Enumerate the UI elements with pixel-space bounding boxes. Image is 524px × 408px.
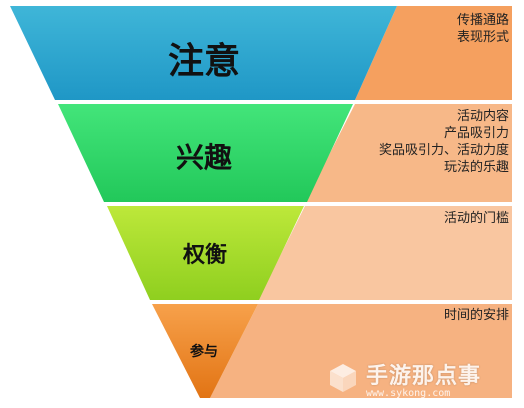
panel-participation (210, 304, 512, 398)
panel-attention (355, 6, 512, 100)
funnel-stage-weighing (107, 206, 304, 300)
note-line: 产品吸引力 (443, 126, 509, 141)
watermark-url: www.sykong.com (366, 387, 451, 399)
note-line: 传播通路 (456, 13, 509, 28)
notes-interest: 活动内容 产品吸引力 奖品吸引力、活动力度 玩法的乐趣 (379, 108, 509, 176)
notes-attention: 传播通路 表现形式 (457, 12, 509, 46)
note-line: 玩法的乐趣 (443, 160, 509, 175)
stage-label-attention: 注意 (167, 41, 241, 82)
stage-label-participation: 参与 (190, 344, 218, 360)
funnel-stage-participation (152, 304, 258, 398)
note-line: 表现形式 (456, 30, 509, 45)
panel-interest (305, 104, 512, 202)
notes-weighing: 活动的门槛 (444, 210, 509, 227)
panel-weighing (258, 206, 512, 300)
cube-logo-icon (330, 364, 356, 392)
stage-label-weighing: 权衡 (182, 243, 228, 268)
stage-label-interest: 兴趣 (175, 141, 233, 174)
funnel-stage-attention (10, 6, 397, 100)
note-line: 奖品吸引力、活动力度 (378, 143, 509, 158)
note-line: 活动的门槛 (443, 211, 509, 226)
notes-participation: 时间的安排 (444, 307, 509, 324)
note-line: 活动内容 (456, 109, 509, 124)
watermark-brand: 手游那点事 (366, 363, 482, 389)
watermark: 手游那点事 www.sykong.com (326, 354, 522, 402)
funnel-stage-interest (58, 104, 353, 202)
note-line: 时间的安排 (443, 308, 509, 323)
